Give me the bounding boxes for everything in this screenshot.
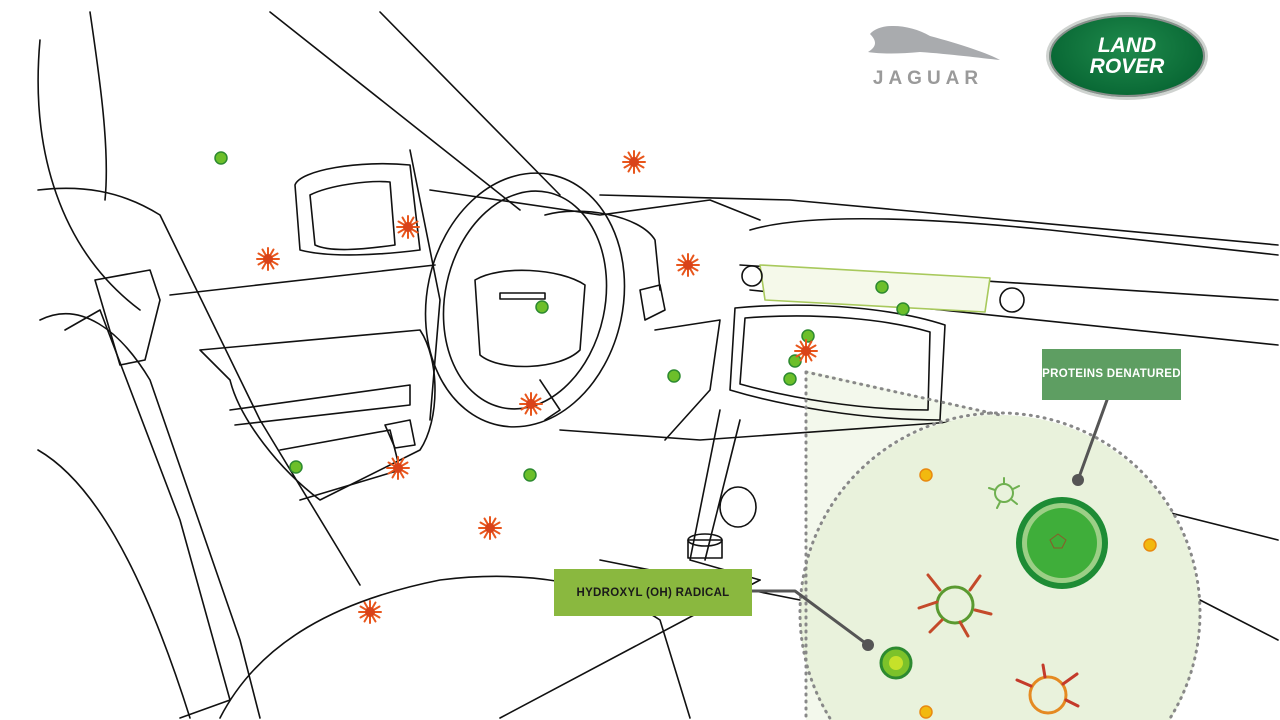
hydroxyl-particle — [214, 151, 228, 165]
pathogen-core — [263, 254, 273, 264]
pathogen-particle — [478, 516, 502, 540]
ion-particle — [919, 468, 933, 482]
virus-icon — [917, 573, 993, 638]
jaguar-leaper-icon — [868, 25, 1000, 60]
pathogen-core — [485, 523, 495, 533]
land-rover-line2: ROVER — [1089, 55, 1165, 78]
zoom-cone-edge — [804, 370, 1002, 720]
land-rover-line1: LAND — [1097, 34, 1157, 57]
pathogen-particle — [622, 150, 646, 174]
pathogen-particle — [794, 339, 818, 363]
magnified-view — [799, 414, 1200, 720]
pathogen-core — [683, 260, 693, 270]
hydroxyl-particle — [523, 468, 537, 482]
hydroxyl-particle — [875, 280, 889, 294]
ion-particle — [919, 705, 933, 719]
hydroxyl-particle — [783, 372, 797, 386]
hydroxyl-particle — [801, 329, 815, 343]
hydroxyl-particle — [788, 354, 802, 368]
magnified-view-edge — [798, 411, 1202, 720]
ion-particle — [1143, 538, 1157, 552]
pathogen-core — [526, 399, 536, 409]
jaguar-wordmark: JAGUAR — [872, 68, 984, 89]
jaguar-logo: JAGUAR — [850, 14, 1006, 90]
pathogen-core — [629, 157, 639, 167]
pathogen-core — [393, 463, 403, 473]
pathogen-particle — [676, 253, 700, 277]
virus-icon — [988, 477, 1020, 509]
proteins-leader-dot — [1072, 474, 1084, 486]
pathogen-core — [365, 607, 375, 617]
hydroxyl-particle — [535, 300, 549, 314]
hydroxyl-radical-core — [889, 656, 903, 670]
pathogen-core — [801, 346, 811, 356]
proteins-leader — [1076, 398, 1109, 482]
pathogen-particle — [386, 456, 410, 480]
particles — [214, 150, 1157, 719]
virus-icon — [1015, 663, 1080, 715]
hydroxyl-particle — [667, 369, 681, 383]
hydroxyl-leader-dot — [862, 639, 874, 651]
hydroxyl-particle — [289, 460, 303, 474]
pathogen-particle — [396, 215, 420, 239]
proteins-denatured-label: PROTEINS DENATURED — [1042, 349, 1181, 400]
cabin-lines — [37, 11, 1279, 719]
pathogen-particle — [519, 392, 543, 416]
pathogen-particle — [256, 247, 280, 271]
hydroxyl-leader — [750, 589, 870, 647]
pathogen-particle — [358, 600, 382, 624]
denatured-protein-bubble — [1016, 497, 1108, 589]
hydroxyl-particle — [896, 302, 910, 316]
land-rover-logo: LAND ROVER — [1046, 12, 1208, 100]
pathogen-core — [403, 222, 413, 232]
hydroxyl-radical-label: HYDROXYL (OH) RADICAL — [554, 569, 752, 616]
